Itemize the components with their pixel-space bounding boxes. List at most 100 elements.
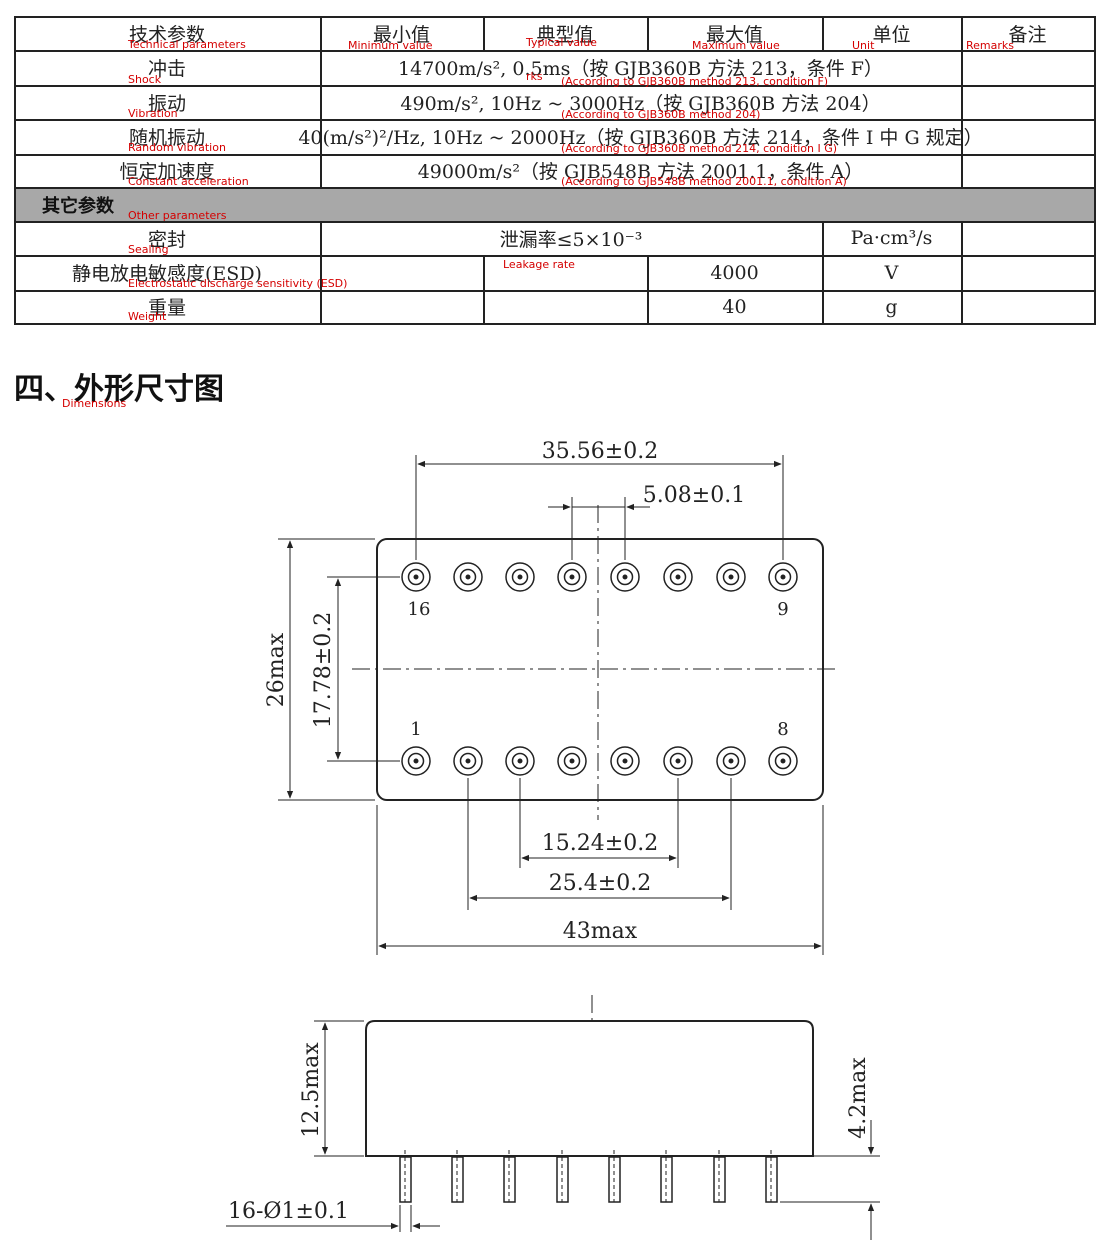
pin-row-top: [401, 562, 798, 592]
pin: [401, 562, 431, 592]
dim-label-43max: 43max: [563, 919, 638, 944]
row-shock-value-en: (According to GJB360B method 213, condit…: [561, 75, 829, 88]
table-rule: [14, 290, 1096, 292]
table-rule: [14, 85, 1096, 87]
header-unit-en: Unit: [852, 39, 875, 52]
header-min: 最小值: [372, 23, 430, 46]
pin: [663, 746, 693, 776]
row-vibration-label-en: Vibration: [128, 107, 178, 120]
row-sealing-value-en: Leakage rate: [503, 258, 575, 271]
row-weight-unit: g: [885, 295, 898, 318]
header-param: 技术参数: [128, 23, 205, 46]
header-min-en: Minimum value: [348, 39, 433, 52]
table-rule: [14, 16, 16, 325]
dim-label-5-08: 5.08±0.1: [643, 483, 745, 508]
pin-label-8: 8: [777, 719, 788, 740]
row-constant-acceleration-label: 恒定加速度: [119, 161, 215, 183]
row-esd-unit: V: [884, 261, 899, 284]
dim-label-25-4: 25.4±0.2: [549, 871, 651, 896]
pin: [663, 562, 693, 592]
row-weight-label-en: Weight: [128, 310, 167, 323]
section-title: 四、外形尺寸图: [14, 372, 224, 407]
row-constant-acceleration-value-en: (According to GJB548B method 2001.1, con…: [561, 175, 847, 188]
pin: [610, 746, 640, 776]
table-rule: [647, 16, 649, 51]
table-rule: [961, 221, 963, 325]
pin-label-9: 9: [777, 599, 788, 620]
row-shock-extra-en: rks: [526, 70, 543, 83]
pin: [557, 746, 587, 776]
side-view: [226, 995, 880, 1240]
header-typ: 典型值: [536, 23, 594, 46]
row-random-vibration-value-en: (According to GJB360B method 214, condit…: [561, 142, 838, 155]
pin: [768, 746, 798, 776]
dim-label-pin-diameter: 16-Ø1±0.1: [228, 1199, 349, 1224]
pin: [716, 746, 746, 776]
pin: [401, 746, 431, 776]
pin: [716, 562, 746, 592]
table-rule: [14, 187, 1096, 189]
top-view: [278, 455, 840, 955]
row-shock-value: 14700m/s², 0.5ms（按 GJB360B 方法 213，条件 F）: [398, 58, 883, 80]
dim-label-15-24: 15.24±0.2: [542, 831, 658, 856]
row-sealing-unit: Pa·cm³/s: [850, 227, 933, 249]
row-esd-label-en: Electrostatic discharge sensitivity (ESD…: [128, 277, 348, 290]
dim-label-4-2max: 4.2max: [846, 1057, 871, 1139]
table-rule: [14, 221, 1096, 223]
table-rule: [14, 323, 1096, 325]
table-rule: [14, 255, 1096, 257]
table-rule: [822, 221, 824, 325]
table-rule: [14, 119, 1096, 121]
row-random-vibration-label: 随机振动: [128, 127, 205, 149]
table-rule: [320, 221, 322, 325]
dim-label-12-5max: 12.5max: [299, 1042, 324, 1138]
dim-label-35-56: 35.56±0.2: [542, 439, 658, 464]
pin: [610, 562, 640, 592]
row-constant-acceleration-label-en: Constant acceleration: [128, 175, 249, 188]
header-typ-en: Typical value: [526, 36, 597, 49]
row-shock-label-en: Shock: [128, 73, 162, 86]
row-weight-label: 重量: [147, 297, 186, 319]
row-vibration-value: 490m/s², 10Hz ~ 3000Hz（按 GJB360B 方法 204）: [400, 92, 881, 115]
row-weight-max: 40: [722, 295, 747, 318]
header-unit: 单位: [872, 23, 911, 46]
pin: [768, 562, 798, 592]
header-remarks: 备注: [1008, 23, 1047, 46]
row-vibration-label: 振动: [147, 92, 186, 115]
table-rule: [320, 16, 322, 187]
row-vibration-value-en: (According to GJB360B method 204): [561, 108, 761, 121]
header-max-en: Maximum value: [692, 39, 780, 52]
row-random-vibration-value: 40(m/s²)²/Hz, 10Hz ~ 2000Hz（按 GJB360B 方法…: [298, 127, 983, 149]
header-remarks-en: Remarks: [966, 39, 1014, 52]
spec-table: 技术参数 Technical parameters 最小值 Minimum va…: [14, 16, 1096, 325]
pin-row-bottom: [401, 746, 798, 776]
row-random-vibration-label-en: Random vibration: [128, 141, 226, 154]
table-rule: [647, 255, 649, 325]
header-max: 最大值: [705, 23, 763, 46]
row-sealing-value: 泄漏率≤5×10⁻³: [499, 228, 643, 251]
row-esd-max: 4000: [710, 261, 759, 284]
table-rule: [822, 16, 824, 51]
row-sealing-label: 密封: [147, 228, 186, 251]
table-rule: [961, 16, 963, 187]
section-title-en: Dimensions: [62, 397, 127, 410]
dim-label-26max: 26max: [264, 632, 289, 707]
table-rule: [14, 154, 1096, 156]
table-rule: [483, 255, 485, 325]
other-parameters-title-en: Other parameters: [128, 209, 227, 222]
pin: [505, 562, 535, 592]
table-rule: [1094, 16, 1096, 325]
pin: [453, 562, 483, 592]
pin-label-1: 1: [410, 719, 421, 740]
other-parameters-band: [14, 187, 1096, 221]
pin: [557, 562, 587, 592]
table-rule: [14, 16, 1096, 18]
row-esd-label: 静电放电敏感度(ESD): [72, 263, 262, 285]
dim-label-17-78: 17.78±0.2: [311, 612, 336, 728]
package-outline-side: [365, 1020, 814, 1157]
pin: [453, 746, 483, 776]
row-constant-acceleration-value: 49000m/s²（按 GJB548B 方法 2001.1，条件 A）: [417, 161, 864, 183]
other-parameters-title: 其它参数: [42, 196, 114, 217]
table-rule: [14, 50, 1096, 52]
